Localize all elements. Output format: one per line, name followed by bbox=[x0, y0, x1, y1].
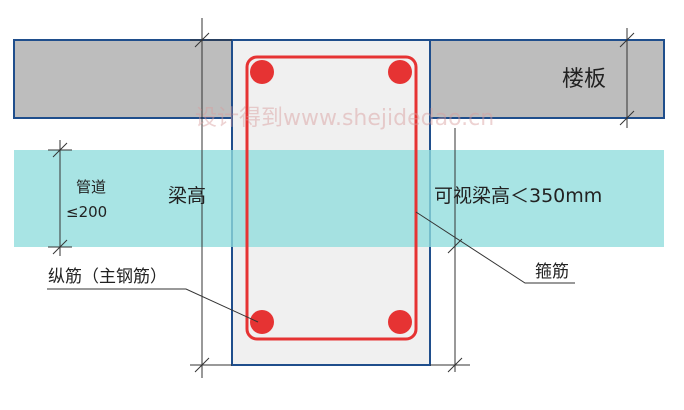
longitudinal-label: 纵筋（主钢筋） bbox=[48, 267, 167, 287]
rebar-bottom-left bbox=[250, 310, 274, 334]
slab-left bbox=[13, 39, 233, 119]
visible-height-dimension bbox=[430, 128, 470, 373]
stirrup-leader bbox=[415, 211, 575, 284]
longitudinal-leader bbox=[47, 288, 259, 323]
pipe-band bbox=[14, 150, 664, 247]
beam-height-label: 梁高 bbox=[168, 185, 206, 207]
rebar-top-right bbox=[388, 60, 412, 84]
rebar-top-left bbox=[250, 60, 274, 84]
visible-height-label: 可视梁高＜350mm bbox=[434, 185, 602, 207]
pipe-label-line1: 管道 bbox=[76, 178, 106, 196]
pipe-dimension bbox=[48, 140, 72, 256]
slab-right bbox=[429, 39, 665, 119]
slab-label: 楼板 bbox=[562, 67, 606, 92]
stirrup-label: 箍筋 bbox=[535, 262, 569, 282]
rebar-bottom-right bbox=[388, 310, 412, 334]
beam-height-dimension bbox=[190, 18, 232, 378]
watermark: 设计得到www.shejidedao.cn bbox=[195, 106, 494, 131]
slab-dimension bbox=[619, 28, 635, 128]
pipe-label-line2: ≤200 bbox=[66, 203, 107, 221]
stirrup bbox=[245, 55, 418, 341]
